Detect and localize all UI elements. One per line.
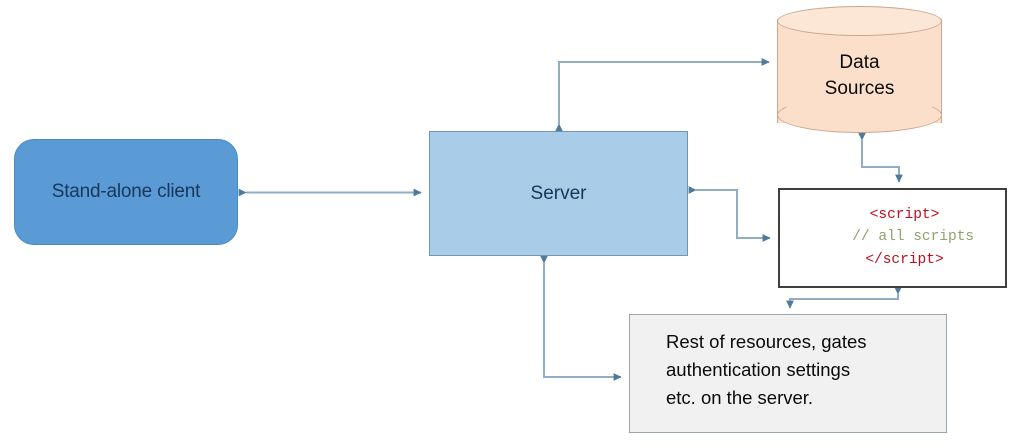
connector-scripts-resources — [786, 286, 902, 309]
node-scripts[interactable]: <script> // all scripts </script> — [778, 188, 1007, 288]
node-data-sources[interactable]: Data Sources — [777, 6, 942, 136]
connector-server-data-sources — [555, 58, 770, 132]
resources-line-2: authentication settings — [666, 359, 851, 381]
script-close-tag: </script> — [865, 251, 944, 268]
node-server[interactable]: Server — [429, 131, 688, 256]
script-open-tag: <script> — [869, 207, 940, 223]
resources-line-3: etc. on the server. — [666, 387, 814, 409]
connector-scripts-data-sources — [858, 132, 903, 183]
node-stand-alone-client[interactable]: Stand-alone client — [14, 139, 238, 245]
cylinder-bottom-ellipse — [777, 97, 942, 133]
client-label: Stand-alone client — [51, 181, 201, 202]
connector-server-scripts — [688, 186, 771, 242]
data-sources-label-line1: Data — [839, 52, 880, 74]
connector-server-resources — [540, 255, 622, 381]
script-comment: // all scripts — [834, 229, 975, 246]
data-sources-label-line2: Sources — [824, 78, 895, 99]
server-label: Server — [530, 182, 587, 204]
data-sources-label: Data Sources — [777, 6, 942, 136]
resources-line-1: Rest of resources, gates — [666, 331, 867, 352]
node-resources[interactable]: Rest of resources, gates authentication … — [629, 314, 947, 433]
cylinder-top-ellipse — [777, 6, 942, 36]
